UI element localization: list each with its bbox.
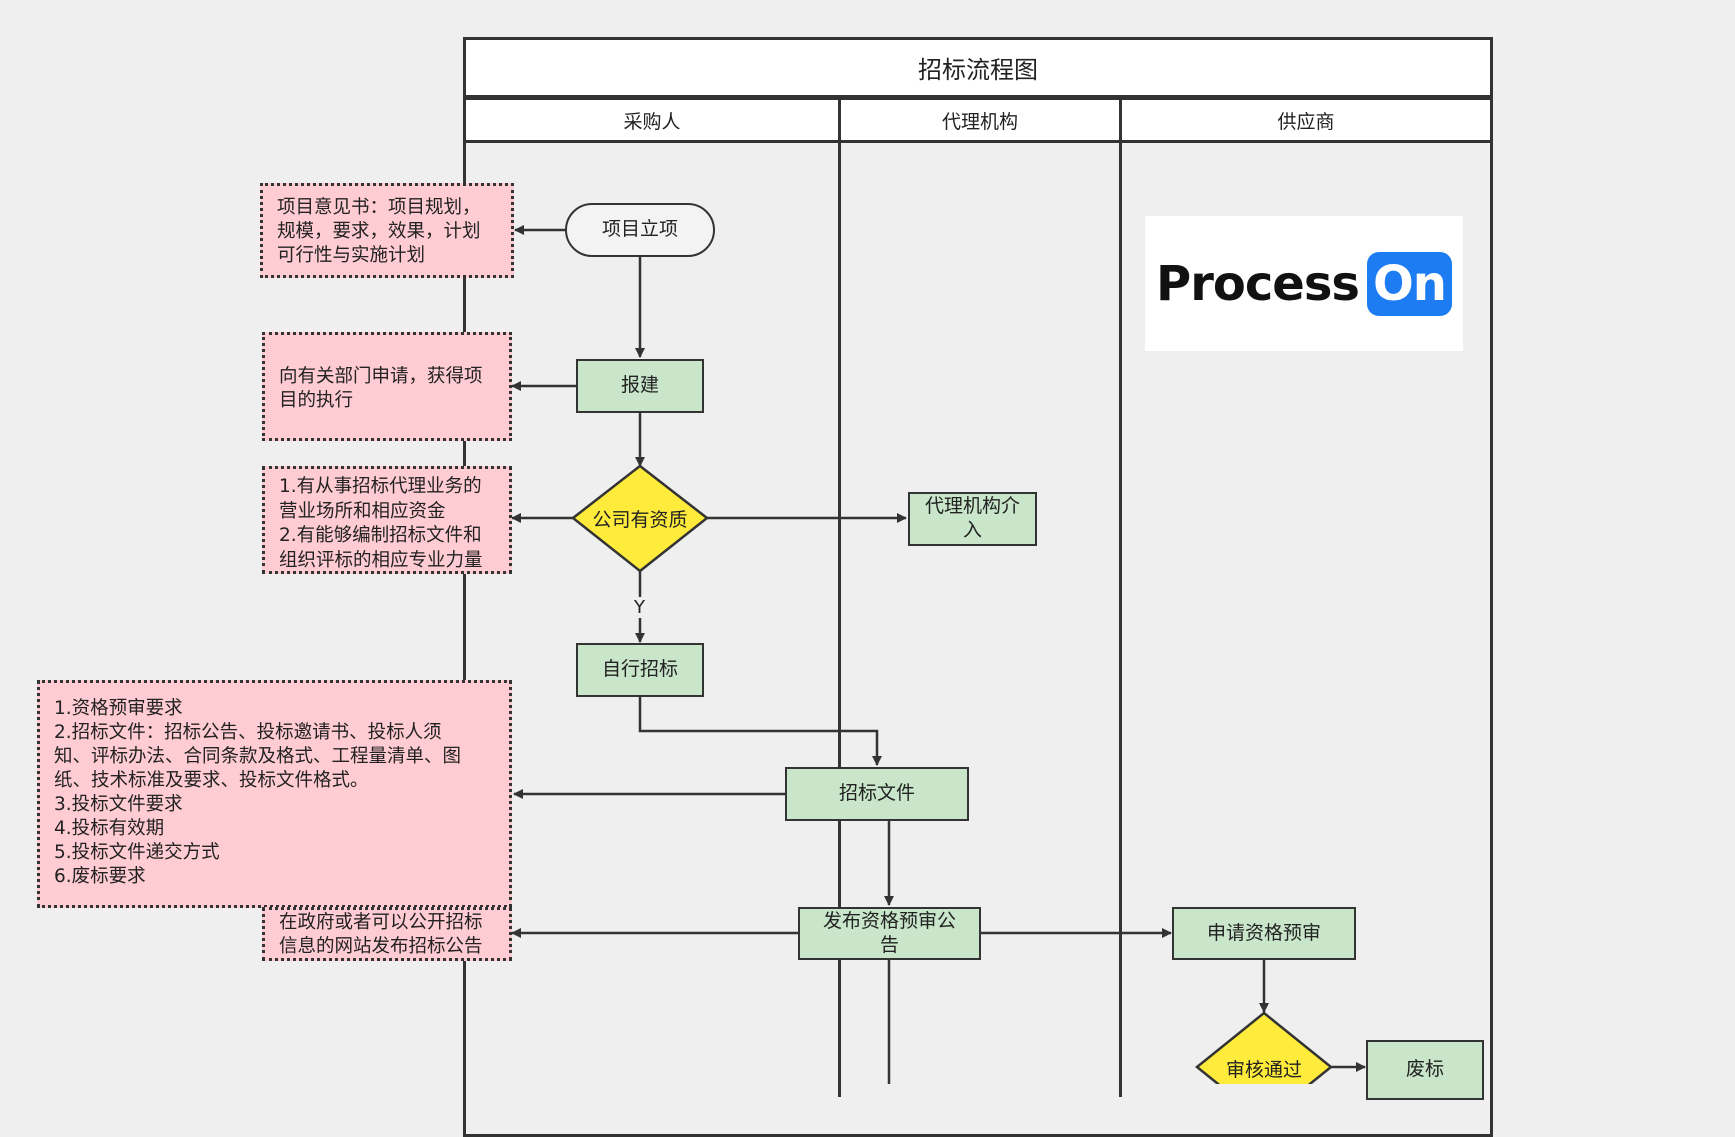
logo-word: Process — [1156, 255, 1360, 312]
connectors — [511, 225, 1366, 1084]
node-project-setup: 项目立项 — [565, 203, 715, 257]
lane-header-supplier: 供应商 — [1119, 97, 1493, 143]
node-tender-docs: 招标文件 — [785, 767, 969, 821]
lane-divider-1 — [838, 97, 841, 1097]
decision-review-passed — [1195, 1011, 1333, 1084]
diagram-canvas: 招标流程图 采购人 代理机构 供应商 — [37, 37, 1493, 1137]
label-company-qualified: 公司有资质 — [592, 508, 688, 531]
lane-header-agency: 代理机构 — [838, 97, 1122, 143]
lane-divider-2 — [1119, 97, 1122, 1097]
lane-header-buyer: 采购人 — [463, 97, 841, 143]
note-apply-departments: 向有关部门申请，获得项 目的执行 — [262, 332, 512, 441]
node-publish-notice: 发布资格预审公告 — [798, 907, 981, 960]
diagram-title: 招标流程图 — [463, 37, 1493, 98]
note-qualification-reqs: 1.有从事招标代理业务的 营业场所和相应资金 2.有能够编制招标文件和 组织评标… — [262, 466, 512, 574]
note-tender-doc-contents: 1.资格预审要求 2.招标文件：招标公告、投标邀请书、投标人须 知、评标办法、合… — [37, 680, 512, 908]
note-project-opinion: 项目意见书：项目规划， 规模，要求，效果，计划 可行性与实施计划 — [260, 183, 514, 278]
node-self-tender: 自行招标 — [576, 643, 704, 697]
processon-logo: Process On — [1145, 216, 1463, 351]
logo-badge: On — [1367, 251, 1452, 316]
node-void-bid: 废标 — [1366, 1040, 1484, 1100]
node-report-build: 报建 — [576, 359, 704, 413]
node-apply-prequal: 申请资格预审 — [1172, 907, 1356, 960]
edge-label-yes: Y — [634, 597, 645, 618]
node-agency-involved: 代理机构介入 — [908, 492, 1037, 546]
note-publish-website: 在政府或者可以公开招标 信息的网站发布招标公告 — [262, 907, 512, 961]
decision-company-qualified — [570, 464, 710, 573]
label-review-passed: 审核通过 — [1225, 1058, 1302, 1081]
edge-self-to-docs — [638, 697, 882, 766]
